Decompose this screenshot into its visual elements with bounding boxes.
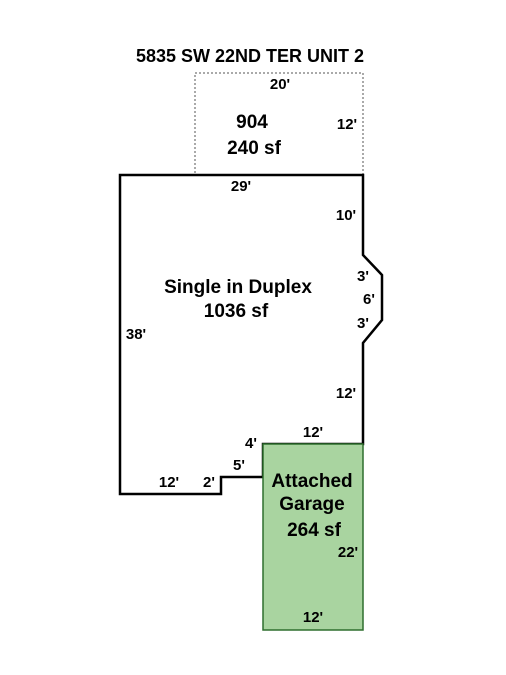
upper-section-code: 904 (236, 112, 268, 133)
garage-dim-side: 22' (338, 544, 358, 561)
property-address-title: 5835 SW 22ND TER UNIT 2 (136, 46, 364, 66)
main-section-area: 1036 sf (204, 301, 269, 322)
main-dim-right-upper: 10' (336, 207, 356, 224)
main-dim-bottom-left: 12' (159, 474, 179, 491)
main-dim-step-vertical: 5' (233, 457, 245, 474)
upper-section-area: 240 sf (227, 138, 282, 159)
upper-dim-top: 20' (270, 76, 290, 93)
main-dim-bump-bottom: 3' (357, 315, 369, 332)
main-dim-right-lower: 12' (336, 385, 356, 402)
garage-area-label: 264 sf (287, 520, 342, 541)
upper-dim-side: 12' (337, 116, 357, 133)
main-dim-top: 29' (231, 178, 251, 195)
main-dim-bump-top: 3' (357, 268, 369, 285)
garage-area (262, 443, 364, 631)
main-dim-notch-horizontal: 12' (303, 424, 323, 441)
main-dim-bottom-step: 2' (203, 474, 215, 491)
garage-name-line1: Attached (271, 471, 352, 492)
main-dim-left: 38' (126, 326, 146, 343)
main-section-name: Single in Duplex (164, 277, 312, 298)
garage-name-line2: Garage (279, 494, 344, 515)
garage-dim-bottom: 12' (303, 609, 323, 626)
main-dim-bump-mid: 6' (363, 291, 375, 308)
main-dim-notch-vertical: 4' (245, 435, 257, 452)
